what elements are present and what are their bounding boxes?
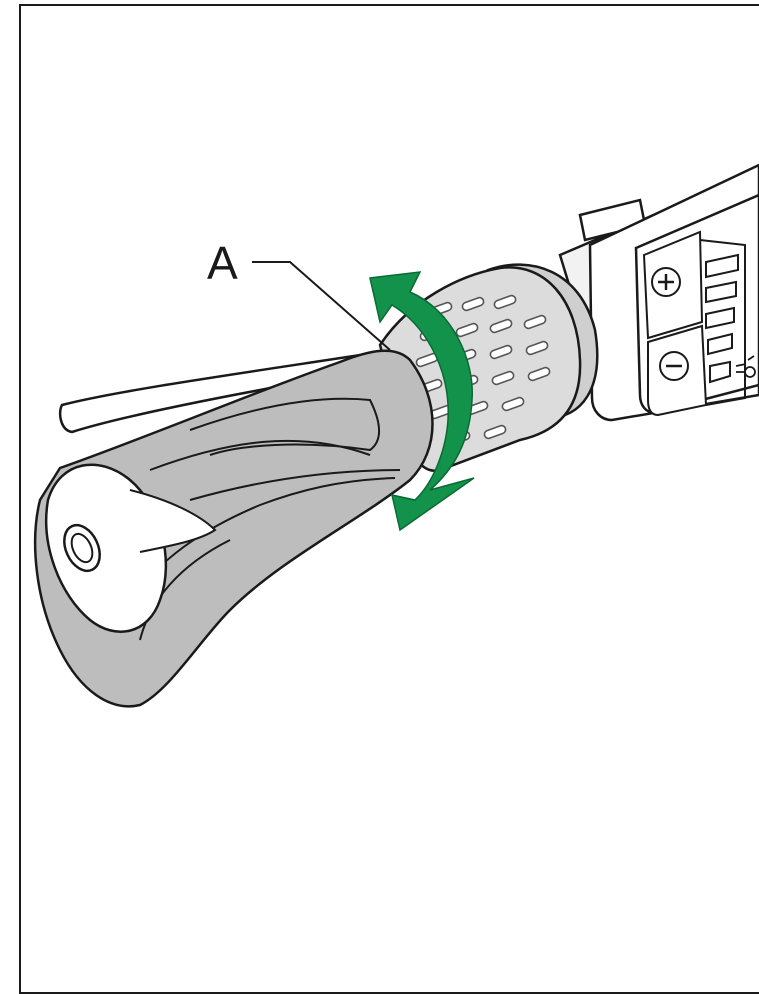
bar-end-hole bbox=[63, 523, 101, 573]
rotation-arrow-icon bbox=[369, 271, 475, 532]
callout-leader-line bbox=[252, 261, 391, 351]
bicycle-icon bbox=[735, 355, 756, 378]
assist-level-bars bbox=[705, 253, 739, 384]
callout-label-a: A bbox=[207, 237, 238, 289]
brake-lever bbox=[58, 346, 402, 434]
minus-icon bbox=[659, 351, 689, 381]
handlebar-illustration bbox=[33, 163, 759, 708]
diagram-frame: A bbox=[19, 4, 759, 994]
grip-end-cap-notch bbox=[129, 489, 217, 553]
plus-icon bbox=[651, 267, 681, 297]
display-unit bbox=[578, 163, 759, 422]
